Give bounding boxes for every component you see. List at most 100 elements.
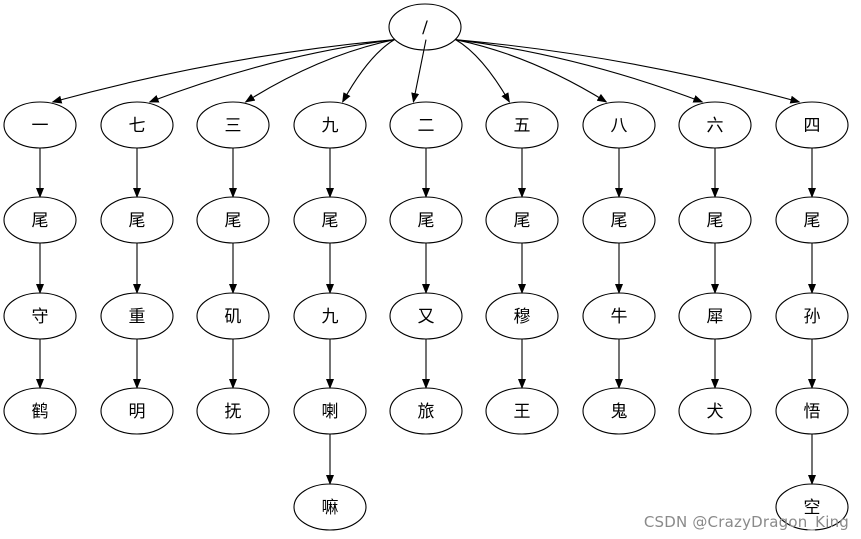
node-ellipse <box>293 101 367 149</box>
node-ellipse <box>293 196 367 244</box>
node-branch-4-level-0: 二 <box>389 101 463 149</box>
edge-arrow <box>244 39 395 103</box>
node-label: 孙 <box>804 307 821 327</box>
node-ellipse <box>775 101 849 149</box>
node-branch-7-level-0: 六 <box>678 101 752 149</box>
node-ellipse <box>485 101 559 149</box>
node-branch-3-level-3: 喇 <box>293 387 367 435</box>
node-branch-5-level-3: 王 <box>485 387 559 435</box>
node-branch-8-level-3: 悟 <box>775 387 849 435</box>
node-label: 尾 <box>418 211 435 231</box>
node-branch-0-level-3: 鹤 <box>3 387 77 435</box>
node-label: 四 <box>804 116 821 136</box>
node-branch-2-level-2: 矶 <box>196 292 270 340</box>
node-label: / <box>422 18 428 38</box>
node-label: 三 <box>225 116 242 136</box>
node-branch-6-level-1: 尾 <box>582 196 656 244</box>
edge-arrow <box>51 39 395 104</box>
node-branch-4-level-1: 尾 <box>389 196 463 244</box>
edge-arrow <box>455 39 704 103</box>
node-ellipse <box>775 196 849 244</box>
node-label: 矶 <box>225 307 242 327</box>
node-ellipse <box>293 387 367 435</box>
node-branch-6-level-2: 牛 <box>582 292 656 340</box>
node-branch-4-level-3: 旅 <box>389 387 463 435</box>
node-branch-5-level-2: 穆 <box>485 292 559 340</box>
node-label: 九 <box>322 307 339 327</box>
node-label: 尾 <box>129 211 146 231</box>
node-label: 王 <box>514 402 531 422</box>
watermark: CSDN @CrazyDragon_King <box>643 513 849 531</box>
node-label: 尾 <box>611 211 628 231</box>
node-label: 尾 <box>32 211 49 231</box>
root-node: / <box>388 3 462 51</box>
node-branch-7-level-2: 犀 <box>678 292 752 340</box>
node-label: 重 <box>129 307 146 327</box>
node-branch-7-level-1: 尾 <box>678 196 752 244</box>
node-label: 嘛 <box>322 498 339 518</box>
node-label: 五 <box>514 116 531 136</box>
node-ellipse <box>485 196 559 244</box>
node-label: 尾 <box>225 211 242 231</box>
node-branch-8-level-1: 尾 <box>775 196 849 244</box>
edge-arrow <box>342 39 395 103</box>
node-ellipse <box>196 101 270 149</box>
node-label: 尾 <box>707 211 724 231</box>
node-ellipse <box>582 387 656 435</box>
node-label: 一 <box>32 116 49 136</box>
node-branch-4-level-2: 又 <box>389 292 463 340</box>
node-ellipse <box>389 196 463 244</box>
node-branch-7-level-3: 犬 <box>678 387 752 435</box>
node-ellipse <box>196 292 270 340</box>
node-ellipse <box>389 387 463 435</box>
node-ellipse <box>485 292 559 340</box>
node-branch-8-level-0: 四 <box>775 101 849 149</box>
node-label: 八 <box>611 116 628 136</box>
edge-arrow <box>455 39 510 103</box>
node-label: 犬 <box>707 402 724 422</box>
node-ellipse <box>775 483 849 531</box>
node-ellipse <box>582 196 656 244</box>
node-ellipse <box>3 292 77 340</box>
node-label: 牛 <box>611 307 628 327</box>
node-branch-1-level-1: 尾 <box>100 196 174 244</box>
node-ellipse <box>100 387 174 435</box>
node-ellipse <box>3 387 77 435</box>
node-label: 守 <box>32 307 49 327</box>
node-ellipse <box>196 387 270 435</box>
node-ellipse <box>582 101 656 149</box>
node-label: 尾 <box>322 211 339 231</box>
node-branch-8-level-4: 空 <box>775 483 849 531</box>
node-branch-5-level-0: 五 <box>485 101 559 149</box>
node-branch-3-level-4: 嘛 <box>293 483 367 531</box>
node-label: 尾 <box>804 211 821 231</box>
node-branch-6-level-0: 八 <box>582 101 656 149</box>
node-branch-2-level-0: 三 <box>196 101 270 149</box>
node-ellipse <box>100 101 174 149</box>
node-branch-3-level-2: 九 <box>293 292 367 340</box>
edge-arrow <box>455 39 801 104</box>
node-branch-2-level-1: 尾 <box>196 196 270 244</box>
node-branch-1-level-3: 明 <box>100 387 174 435</box>
node-label: 七 <box>129 116 146 136</box>
node-branch-1-level-0: 七 <box>100 101 174 149</box>
node-ellipse <box>389 292 463 340</box>
node-label: 穆 <box>514 307 531 327</box>
node-ellipse <box>389 101 463 149</box>
node-ellipse <box>678 292 752 340</box>
node-branch-0-level-2: 守 <box>3 292 77 340</box>
node-ellipse <box>678 387 752 435</box>
node-label: 抚 <box>225 402 242 422</box>
node-label: 旅 <box>418 402 435 422</box>
node-ellipse <box>582 292 656 340</box>
node-label: 明 <box>129 402 146 422</box>
node-branch-3-level-0: 九 <box>293 101 367 149</box>
node-branch-5-level-1: 尾 <box>485 196 559 244</box>
node-ellipse <box>3 196 77 244</box>
node-ellipse <box>196 196 270 244</box>
node-branch-0-level-0: 一 <box>3 101 77 149</box>
node-label: 空 <box>804 498 821 518</box>
node-ellipse <box>775 387 849 435</box>
node-label: 喇 <box>322 402 339 422</box>
